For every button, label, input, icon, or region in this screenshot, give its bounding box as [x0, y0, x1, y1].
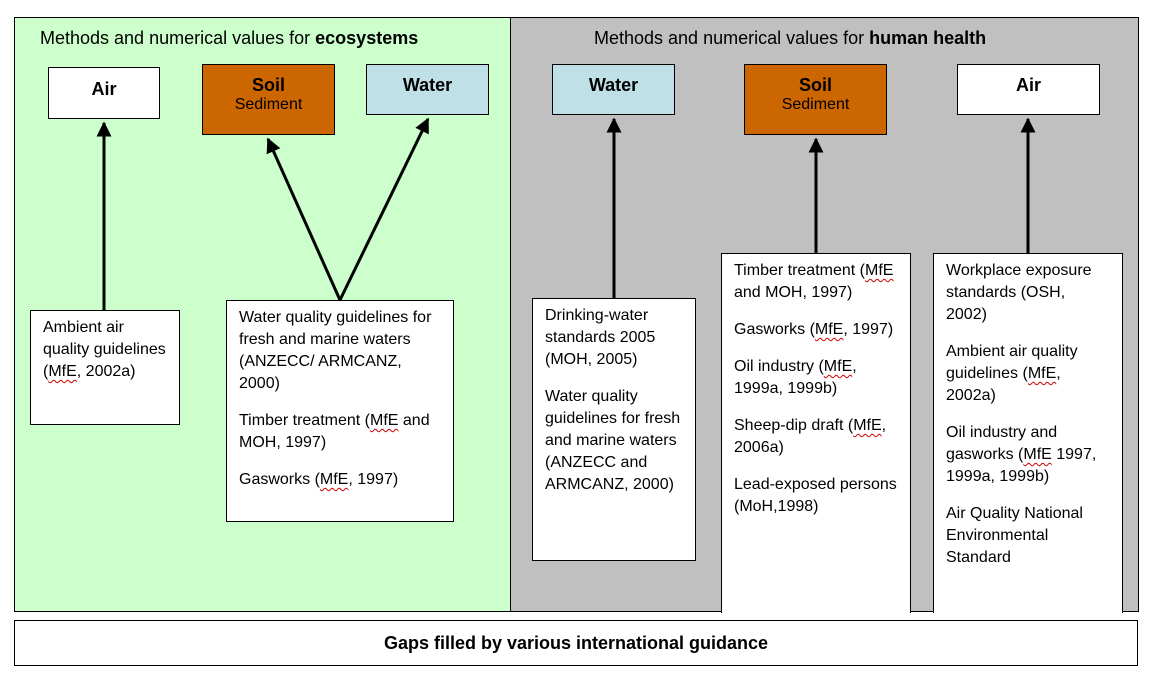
source-entry: Ambient air quality guidelines (MfE, 200…	[43, 319, 166, 380]
source-entry: Timber treatment (MfE and MOH, 1997)	[734, 262, 894, 301]
footer-label: Gaps filled by various international gui…	[383, 632, 769, 653]
eco-soil-label: Soil	[251, 75, 285, 95]
health-soil-source-box: Timber treatment (MfE and MOH, 1997) Gasw…	[721, 253, 911, 613]
eco-soil-box: Soil Sediment	[202, 64, 335, 135]
international-guidance-box: Gaps filled by various international gui…	[14, 620, 1138, 666]
eco-water-label: Water	[402, 75, 453, 95]
health-air-label: Air	[1015, 75, 1041, 95]
source-entry: Air Quality National Environmental Stand…	[946, 505, 1083, 566]
source-entry: Drinking-water standards 2005 (MOH, 2005…	[545, 307, 656, 368]
source-entry: Gasworks (MfE, 1997)	[734, 321, 894, 338]
eco-air-label: Air	[91, 79, 117, 99]
source-entry: Sheep-dip draft (MfE, 2006a)	[734, 417, 887, 456]
health-water-label: Water	[588, 75, 639, 95]
source-entry: Water quality guidelines for fresh and m…	[239, 309, 432, 392]
eco-air-box: Air	[48, 67, 160, 119]
arrow-eco-water	[338, 117, 430, 301]
source-entry: Oil industry (MfE, 1999a, 1999b)	[734, 358, 857, 397]
eco-air-source-box: Ambient air quality guidelines (MfE, 200…	[30, 310, 180, 425]
health-soil-sublabel: Sediment	[781, 96, 850, 113]
source-entry: Water quality guidelines for fresh and m…	[545, 388, 681, 493]
source-entry: Oil industry and gasworks (MfE 1997, 199…	[946, 424, 1097, 485]
eco-water-soil-source-box: Water quality guidelines for fresh and m…	[226, 300, 454, 522]
eco-water-box: Water	[366, 64, 489, 115]
eco-soil-sublabel: Sediment	[234, 96, 303, 113]
source-entry: Lead-exposed persons (MoH,1998)	[734, 476, 897, 515]
health-water-source-box: Drinking-water standards 2005 (MOH, 2005…	[532, 298, 696, 561]
health-water-box: Water	[552, 64, 675, 115]
human-health-heading: Methods and numerical values for human h…	[594, 28, 987, 48]
health-air-box: Air	[957, 64, 1100, 115]
ecosystems-heading: Methods and numerical values for ecosyst…	[40, 28, 419, 48]
source-entry: Timber treatment (MfE and MOH, 1997)	[239, 412, 430, 451]
source-entry: Ambient air quality guidelines (MfE, 200…	[946, 343, 1078, 404]
arrow-eco-soil	[266, 137, 342, 301]
health-soil-label: Soil	[798, 75, 832, 95]
source-entry: Workplace exposure standards (OSH, 2002)	[946, 262, 1092, 323]
health-air-source-box: Workplace exposure standards (OSH, 2002)…	[933, 253, 1123, 613]
health-soil-box: Soil Sediment	[744, 64, 887, 135]
source-entry: Gasworks (MfE, 1997)	[239, 471, 399, 488]
